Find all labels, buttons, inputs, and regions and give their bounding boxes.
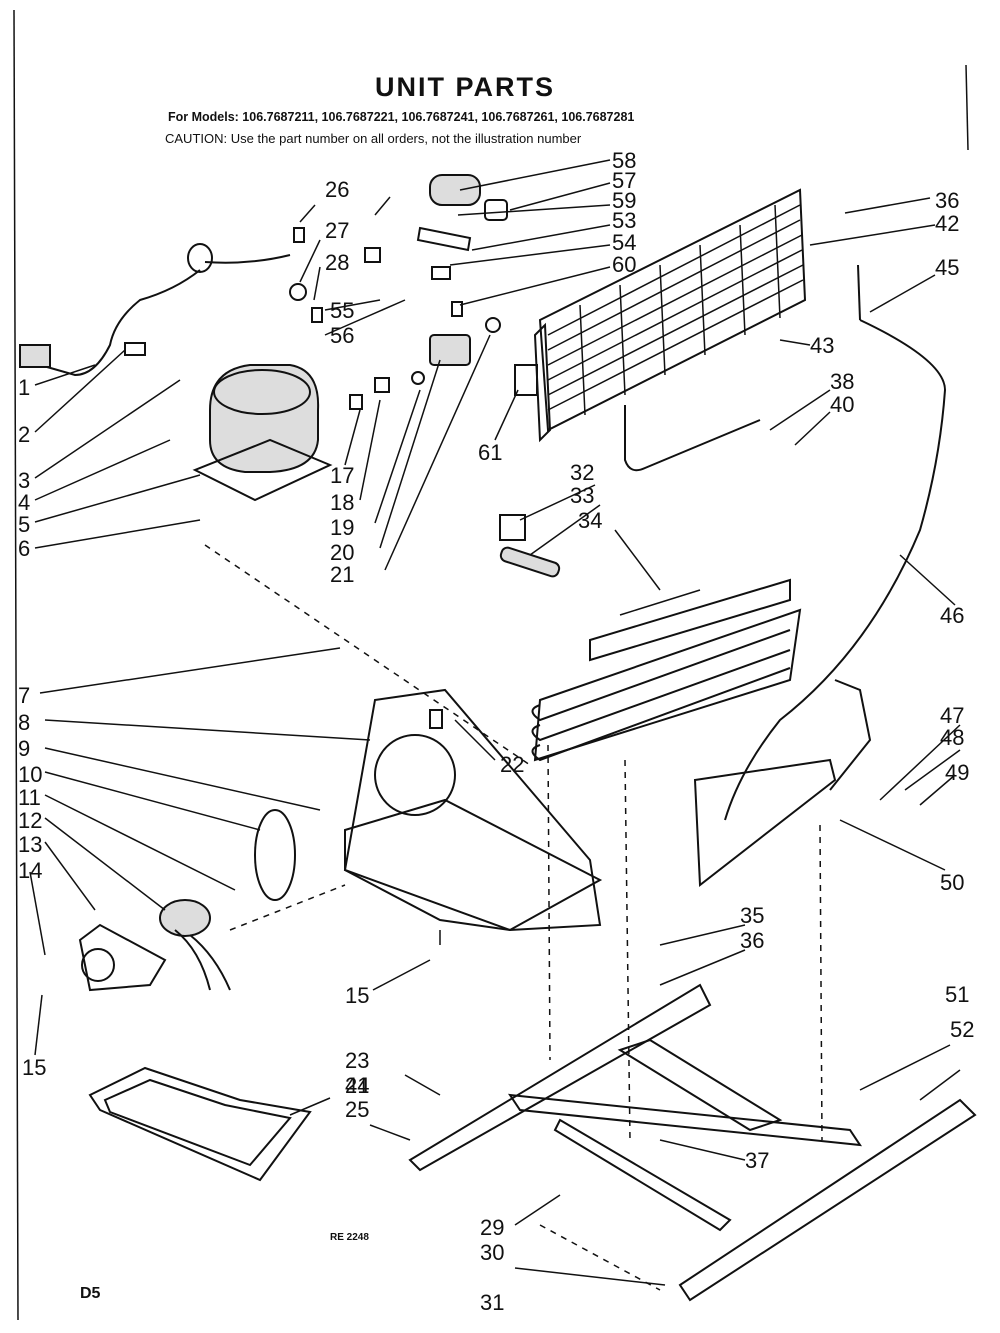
callout-32: 32 [570, 460, 594, 485]
callout-55: 55 [330, 298, 354, 323]
callout-25: 25 [345, 1097, 369, 1122]
callout-53: 53 [612, 208, 636, 233]
capacitor-drawing [289, 174, 508, 323]
drain-pan-drawing [88, 1066, 312, 1182]
base-frame-drawing [408, 758, 977, 1302]
callout-20: 20 [330, 540, 354, 565]
callout-12: 12 [18, 808, 42, 833]
callout-2: 2 [18, 422, 30, 447]
callout-33: 33 [570, 483, 594, 508]
callout-58: 58 [612, 148, 636, 173]
callout-60: 60 [612, 252, 636, 277]
leader-lines [29, 159, 961, 1286]
callout-3: 3 [18, 468, 30, 493]
callout-29: 29 [480, 1215, 504, 1240]
right-border-line [965, 64, 969, 151]
callout-59: 59 [612, 188, 636, 213]
callout-19: 19 [330, 515, 354, 540]
callout-50: 50 [940, 870, 964, 895]
callout-23: 23 [345, 1048, 369, 1073]
callout-56: 56 [330, 323, 354, 348]
left-border-line [13, 9, 19, 1321]
callout-49: 49 [945, 760, 969, 785]
callout-41: 41 [345, 1073, 369, 1098]
callout-61: 61 [478, 440, 502, 465]
condenser-coil-drawing [514, 188, 807, 472]
callout-21: 21 [330, 562, 354, 587]
callout-5: 5 [18, 512, 30, 537]
callout-45: 45 [935, 255, 959, 280]
callout-36: 36 [740, 928, 764, 953]
callout-27: 27 [325, 218, 349, 243]
caution-line: CAUTION: Use the part number on all orde… [165, 131, 582, 146]
callout-47: 47 [940, 703, 964, 728]
callout-13: 13 [18, 832, 42, 857]
fan-motor-drawing [78, 809, 296, 992]
callout-35: 35 [740, 903, 764, 928]
callout-24: 24 [345, 1073, 369, 1098]
callout-6: 6 [18, 536, 30, 561]
models-line: For Models: 106.7687211, 106.7687221, 10… [168, 110, 635, 124]
compressor-drawing [192, 364, 333, 502]
power-cord-drawing [19, 243, 291, 377]
callout-14: 14 [18, 858, 42, 883]
callout-34: 34 [578, 508, 602, 533]
callout-38: 38 [830, 369, 854, 394]
drawing-code: RE 2248 [330, 1232, 369, 1243]
callout-51: 51 [945, 982, 969, 1007]
callout-18: 18 [330, 490, 354, 515]
callout-7: 7 [18, 683, 30, 708]
drain-tube-drawing [724, 319, 947, 821]
callout-48: 48 [940, 725, 964, 750]
callout-37: 37 [745, 1148, 769, 1173]
callout-9: 9 [18, 736, 30, 761]
callout-43: 43 [810, 333, 834, 358]
callout-46: 46 [940, 603, 964, 628]
evaporator-drawing [531, 578, 802, 762]
callout-28: 28 [325, 250, 349, 275]
page-title: UNIT PARTS [375, 72, 555, 102]
callout-52: 52 [950, 1017, 974, 1042]
callout-4: 4 [18, 490, 30, 515]
callout-54: 54 [612, 230, 636, 255]
callout-1: 1 [18, 375, 30, 400]
page-code: D5 [80, 1285, 101, 1302]
callout-30: 30 [480, 1240, 504, 1265]
callout-31: 31 [480, 1290, 504, 1315]
callout-17: 17 [330, 463, 354, 488]
callout-labels: 1234567891011121314151517181920212223242… [18, 148, 974, 1315]
defrost-thermostat-drawing [499, 514, 561, 578]
callout-15: 15 [22, 1055, 46, 1080]
fan-housing-drawing [343, 688, 603, 945]
callout-15: 15 [345, 983, 369, 1008]
callout-40: 40 [830, 392, 854, 417]
callout-36: 36 [935, 188, 959, 213]
callout-8: 8 [18, 710, 30, 735]
callout-11: 11 [18, 785, 41, 810]
callout-22: 22 [500, 752, 524, 777]
overload-relay-drawing [349, 317, 501, 410]
callout-26: 26 [325, 177, 349, 202]
callout-10: 10 [18, 762, 42, 787]
callout-57: 57 [612, 168, 636, 193]
callout-42: 42 [935, 211, 959, 236]
